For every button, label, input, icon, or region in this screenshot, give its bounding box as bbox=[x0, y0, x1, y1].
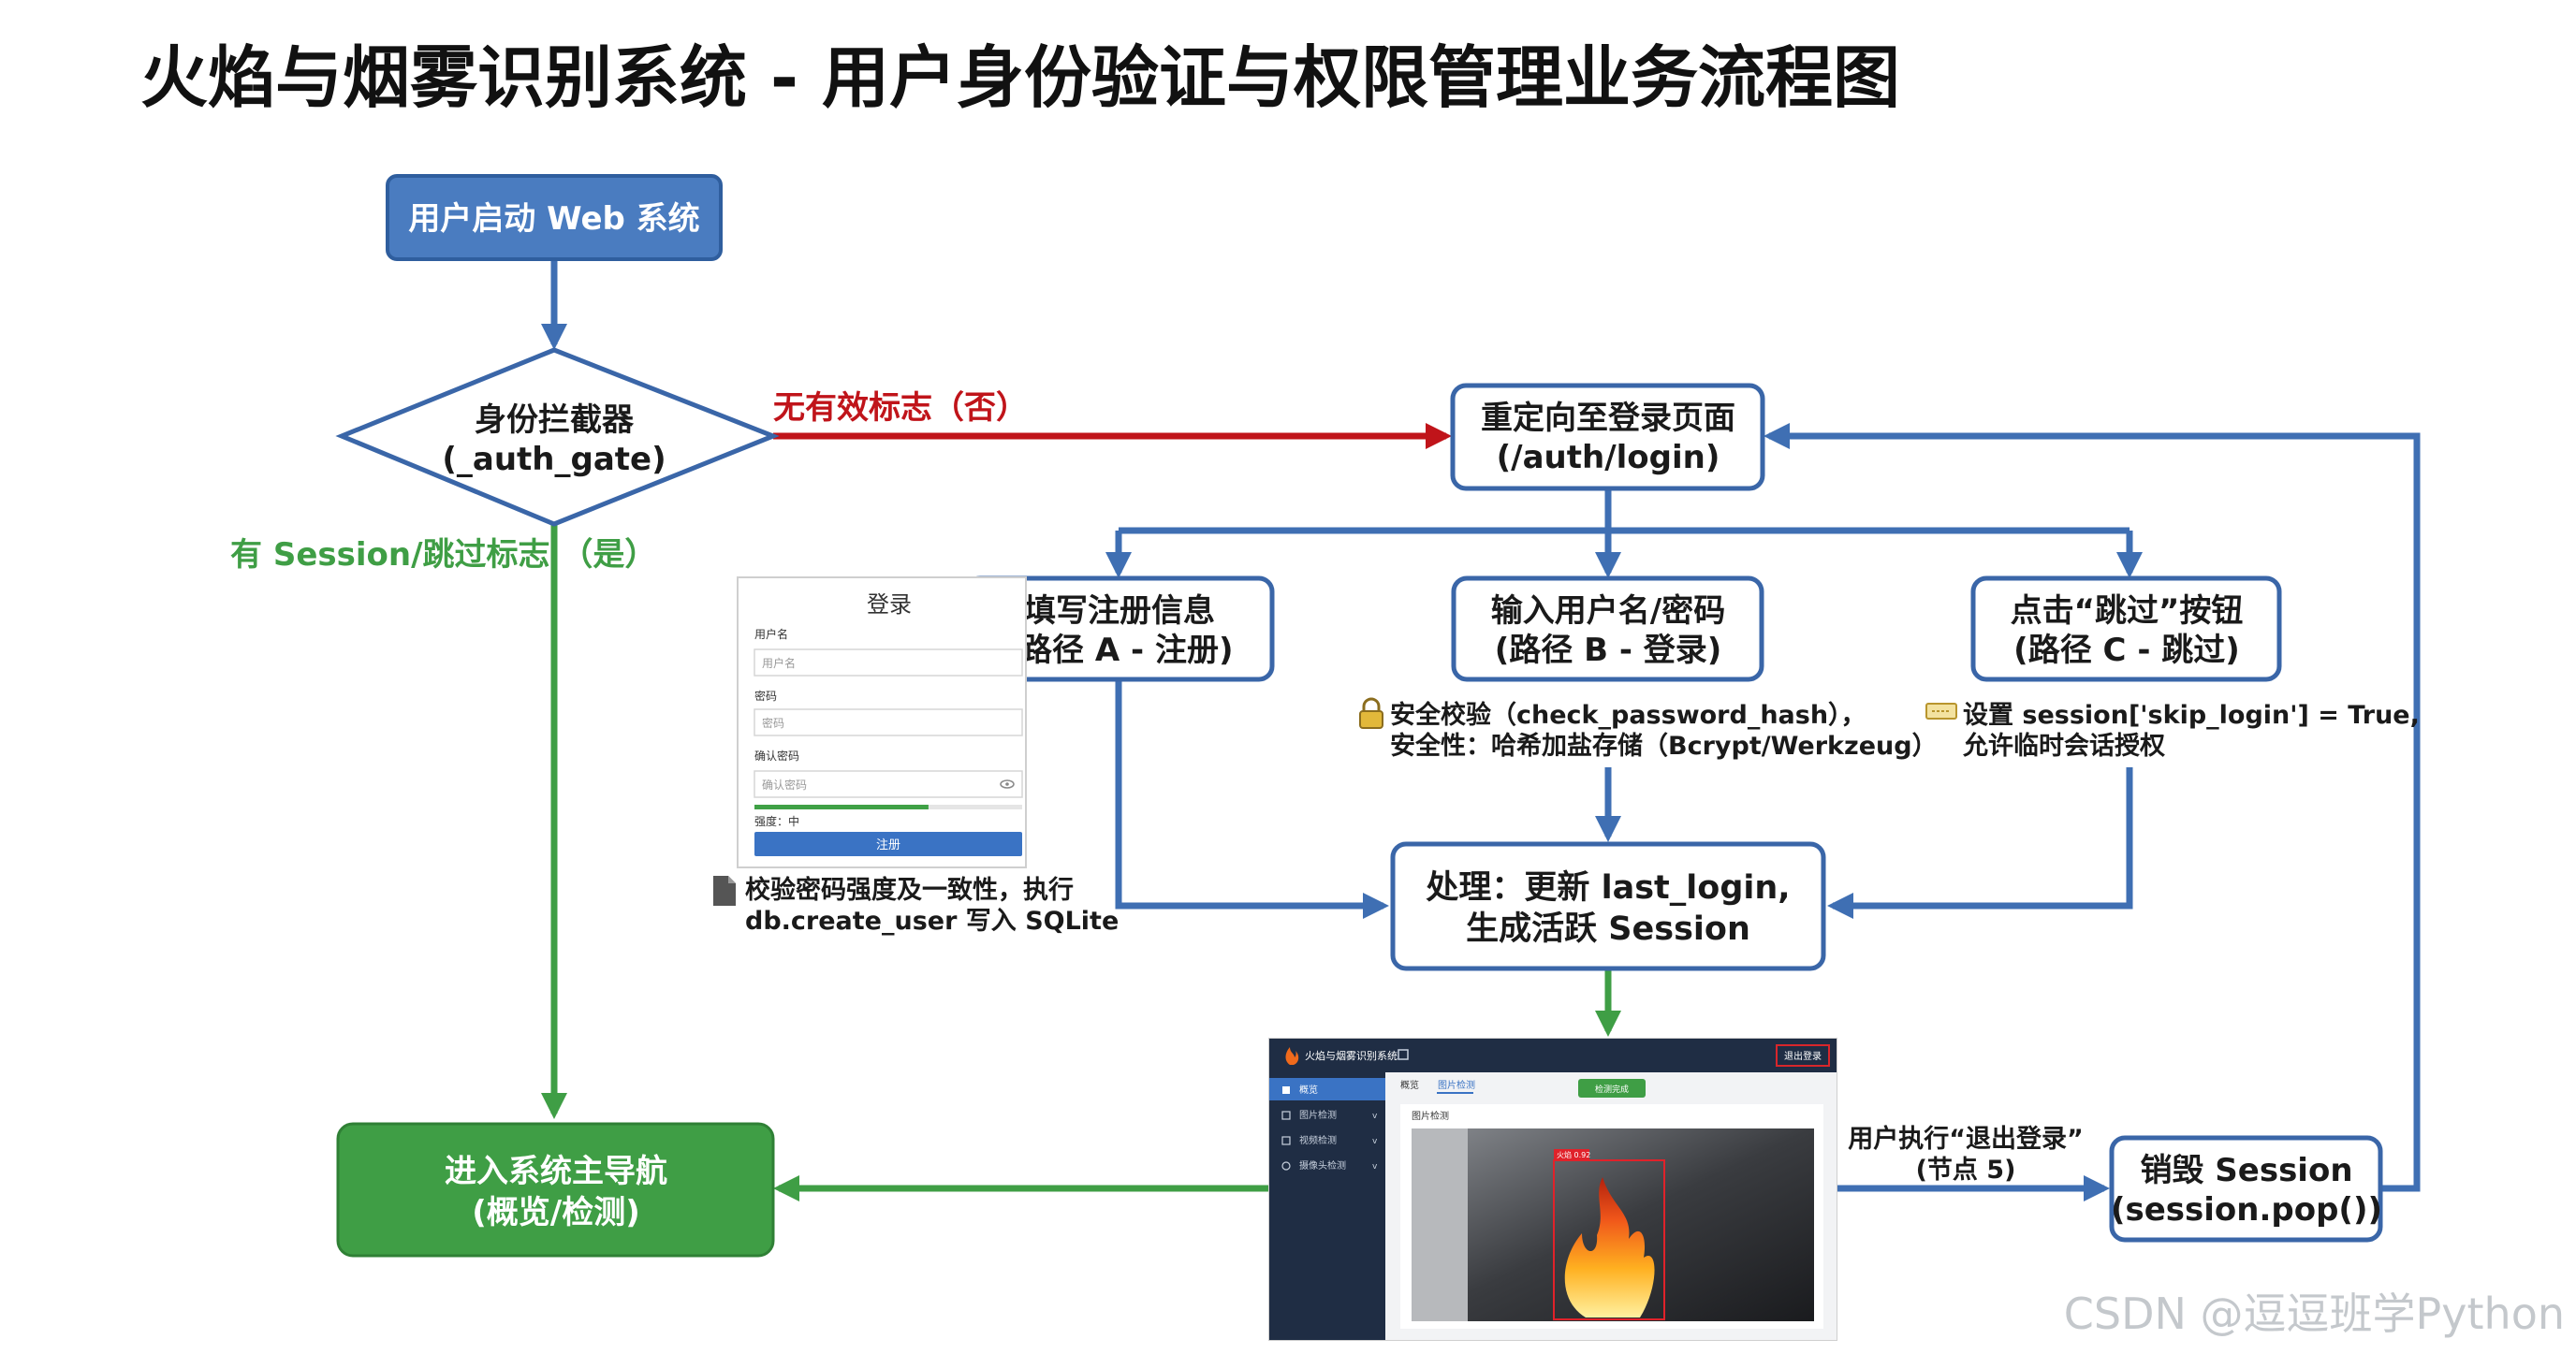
watermark: CSDN @逗逗班学Python bbox=[2064, 1288, 2565, 1339]
sidebar-home-icon bbox=[1282, 1086, 1290, 1094]
login-note-line1: 安全校验（check_password_hash）， bbox=[1390, 700, 1866, 730]
start-node: 用户启动 Web 系统 bbox=[386, 174, 723, 261]
form-submit-button[interactable] bbox=[754, 832, 1022, 856]
register-note-line1: 校验密码强度及一致性，执行 bbox=[745, 875, 1074, 905]
app-tab-overview[interactable]: 概览 bbox=[1400, 1079, 1419, 1091]
skip-node: 点击“跳过”按钮 (路径 C - 跳过) bbox=[1970, 575, 2282, 682]
form-password-label: 密码 bbox=[754, 689, 777, 703]
chevron-down-icon: v bbox=[1372, 1137, 1378, 1146]
sidebar-item-image-label[interactable]: 图片检测 bbox=[1299, 1109, 1337, 1121]
form-username-input[interactable] bbox=[754, 648, 1023, 677]
form-strength-label: 强度：中 bbox=[754, 814, 799, 828]
detection-box-tag bbox=[1554, 1149, 1589, 1160]
destroy-line2: (session.pop()) bbox=[2111, 1191, 2382, 1229]
start-node-label: 用户启动 Web 系统 bbox=[408, 200, 699, 238]
register-line1: 填写注册信息 bbox=[1024, 592, 1215, 630]
fire-shape bbox=[1564, 1177, 1655, 1318]
register-form-screenshot: 登录 用户名 用户名 密码 密码 确认密码 确认密码 强度：中 注册 bbox=[737, 576, 1027, 868]
login-note-line2: 安全性：哈希加盐存储（Bcrypt/Werkzeug） bbox=[1390, 731, 1938, 761]
app-title: 火焰与烟雾识别系统 bbox=[1305, 1049, 1398, 1062]
gate-line1: 身份拦截器 bbox=[475, 401, 635, 439]
skip-note-line2: 允许临时会话授权 bbox=[1962, 731, 2165, 761]
redirect-line1: 重定向至登录页面 bbox=[1481, 400, 1735, 437]
edge-label-logout-line2: (节点 5) bbox=[1916, 1156, 2016, 1185]
process-line2: 生成活跃 Session bbox=[1466, 910, 1750, 948]
edge-label-no-flag: 无有效标志（否） bbox=[773, 389, 1028, 427]
sidebar-item-camera-label[interactable]: 摄像头检测 bbox=[1299, 1159, 1346, 1172]
process-node: 处理：更新 last_login, 生成活跃 Session bbox=[1390, 841, 1826, 971]
form-submit-label: 注册 bbox=[876, 838, 900, 852]
form-password-input[interactable] bbox=[754, 708, 1023, 736]
gate-decision-node: 身份拦截器 (_auth_gate) bbox=[335, 347, 780, 527]
edge-label-logout-line1: 用户执行“退出登录” bbox=[1848, 1124, 2084, 1154]
form-confirm-label: 确认密码 bbox=[754, 749, 799, 763]
skip-note-line1: 设置 session['skip_login'] = True, bbox=[1963, 701, 2420, 730]
skip-line1: 点击“跳过”按钮 bbox=[2011, 592, 2244, 630]
register-line2: (路径 A - 注册) bbox=[1005, 632, 1233, 669]
login-line2: (路径 B - 登录) bbox=[1495, 632, 1722, 669]
app-sidebar bbox=[1269, 1072, 1385, 1340]
sidebar-item-video-label[interactable]: 视频检测 bbox=[1299, 1134, 1337, 1146]
menu-toggle-icon[interactable] bbox=[1398, 1049, 1409, 1060]
chevron-down-icon: v bbox=[1372, 1162, 1378, 1172]
edge-register-process bbox=[1115, 679, 1389, 919]
main-nav-line2: (概览/检测) bbox=[472, 1194, 640, 1231]
detection-box-label: 火焰 0.92 bbox=[1557, 1150, 1590, 1159]
sidebar-item-overview-label: 概览 bbox=[1299, 1084, 1318, 1096]
main-nav-node: 进入系统主导航 (概览/检测) bbox=[336, 1122, 775, 1258]
login-line1: 输入用户名/密码 bbox=[1491, 592, 1725, 630]
lock-icon bbox=[1359, 697, 1383, 729]
register-note-line2: db.create_user 写入 SQLite bbox=[745, 907, 1119, 936]
document-icon bbox=[713, 876, 736, 906]
form-confirm-input[interactable] bbox=[754, 770, 1023, 798]
flame-logo-icon bbox=[1285, 1047, 1299, 1065]
app-badge bbox=[1578, 1079, 1646, 1098]
chevron-down-icon: v bbox=[1372, 1112, 1378, 1121]
form-username-label: 用户名 bbox=[754, 627, 788, 641]
login-node: 输入用户名/密码 (路径 B - 登录) bbox=[1451, 575, 1764, 682]
process-line1: 处理：更新 last_login, bbox=[1426, 869, 1790, 907]
app-logout-label: 退出登录 bbox=[1784, 1050, 1822, 1062]
form-password-placeholder: 密码 bbox=[762, 716, 784, 730]
redirect-line2: (/auth/login) bbox=[1497, 439, 1720, 476]
edge-label-has-session: 有 Session/跳过标志 （是） bbox=[230, 536, 656, 574]
form-strength-fill bbox=[754, 805, 929, 809]
app-tab-image[interactable]: 图片检测 bbox=[1438, 1079, 1475, 1091]
destroy-line1: 销毁 Session bbox=[2140, 1152, 2352, 1189]
redirect-node: 重定向至登录页面 (/auth/login) bbox=[1450, 383, 1765, 491]
eye-icon[interactable] bbox=[1000, 779, 1015, 789]
ticket-icon bbox=[1925, 703, 1957, 720]
form-confirm-placeholder: 确认密码 bbox=[762, 778, 807, 792]
detection-wall bbox=[1412, 1128, 1468, 1321]
edge-destroy-redirect bbox=[1764, 423, 2421, 1192]
edge-skip-process bbox=[1827, 767, 2133, 919]
main-nav-line1: 进入系统主导航 bbox=[445, 1153, 667, 1190]
page-title: 火焰与烟雾识别系统 - 用户身份验证与权限管理业务流程图 bbox=[140, 38, 1900, 117]
gate-line2: (_auth_gate) bbox=[442, 441, 666, 478]
detection-box bbox=[1553, 1159, 1665, 1320]
destroy-session-node: 销毁 Session (session.pop()) bbox=[2109, 1135, 2383, 1243]
sidebar-image-icon bbox=[1281, 1111, 1291, 1120]
app-topbar bbox=[1269, 1039, 1837, 1072]
form-username-placeholder: 用户名 bbox=[762, 656, 796, 670]
form-title: 登录 bbox=[867, 591, 912, 618]
app-screenshot: 火焰与烟雾识别系统 退出登录 概览 图片检测 视频检测 摄像头检测 v v v … bbox=[1268, 1038, 1837, 1341]
app-badge-label: 检测完成 bbox=[1595, 1084, 1629, 1095]
app-logout-button[interactable] bbox=[1776, 1044, 1830, 1067]
skip-line2: (路径 C - 跳过) bbox=[2013, 632, 2240, 669]
sidebar-camera-icon bbox=[1281, 1161, 1291, 1171]
app-section-label: 图片检测 bbox=[1412, 1110, 1449, 1122]
sidebar-video-icon bbox=[1281, 1136, 1291, 1145]
